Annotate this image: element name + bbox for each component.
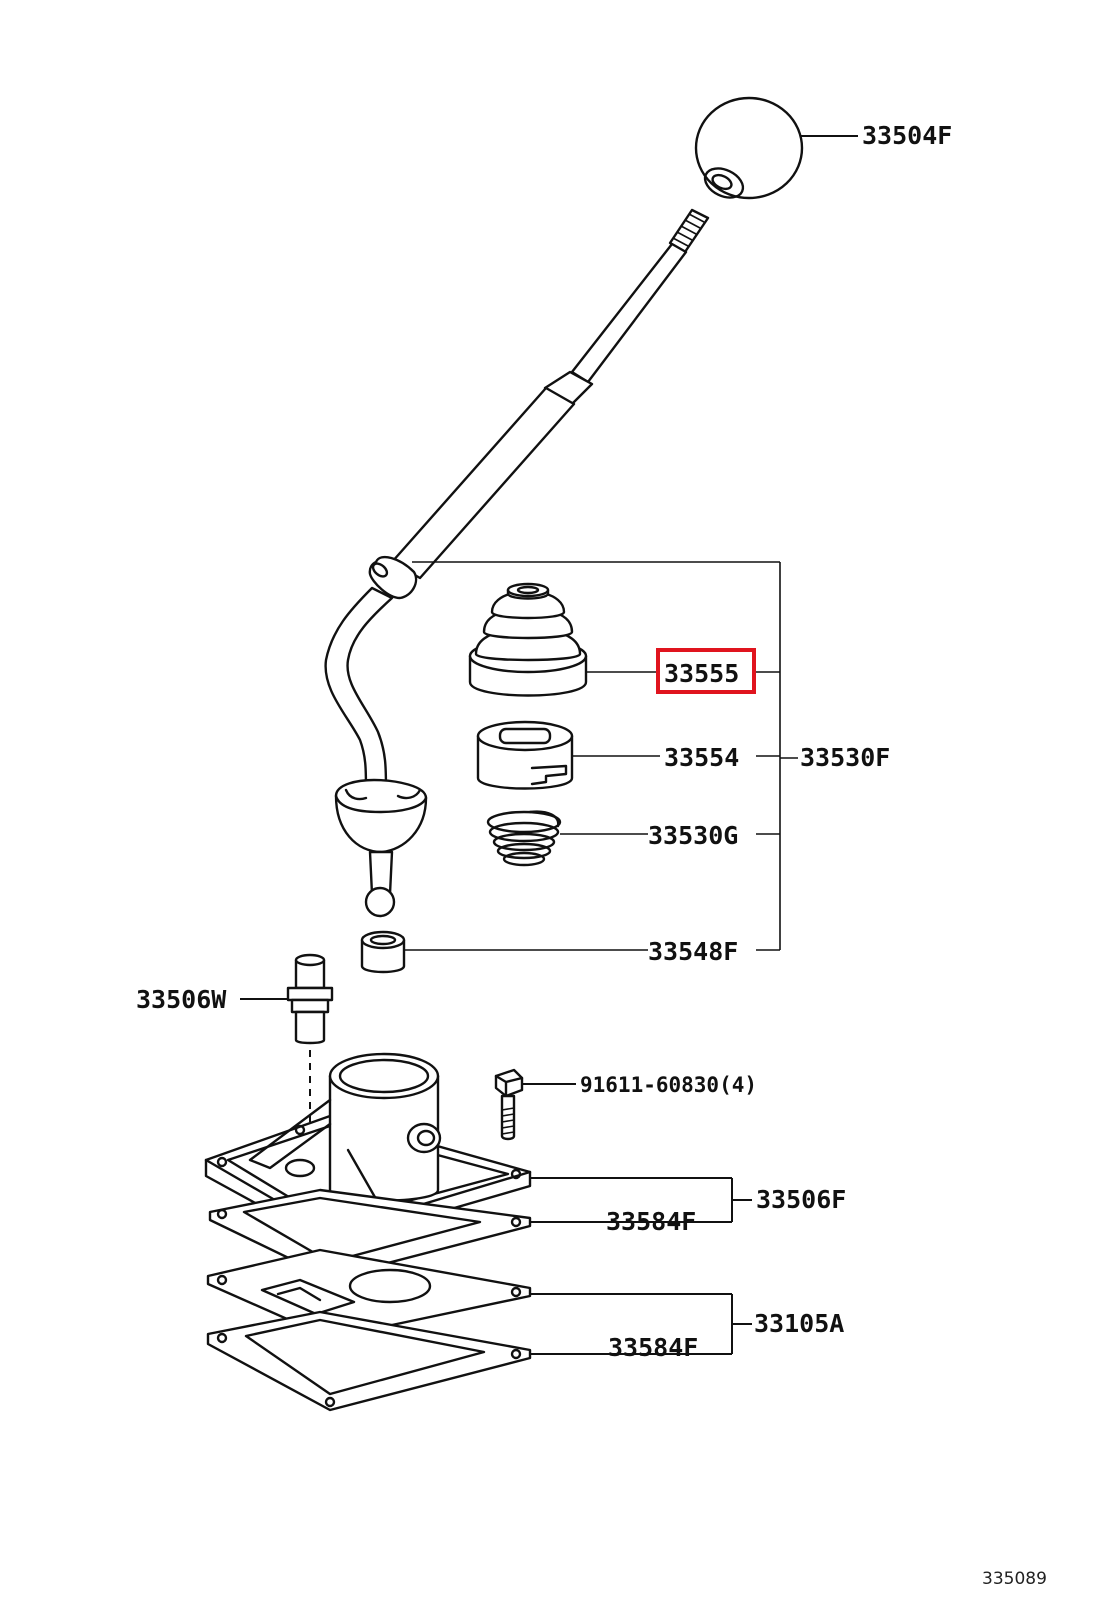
- plate-drawing: [206, 1248, 532, 1340]
- label-gasket-upper[interactable]: 33584F: [606, 1207, 696, 1236]
- pin-drawing: [286, 953, 334, 1160]
- label-plate-set[interactable]: 33105A: [754, 1309, 844, 1338]
- gasket-lower-drawing: [206, 1310, 532, 1412]
- label-housing[interactable]: 33506F: [756, 1185, 846, 1214]
- illustration-ref-code: 335089: [982, 1569, 1047, 1589]
- leader-lines: [240, 135, 858, 1355]
- label-spring[interactable]: 33530G: [648, 821, 738, 850]
- shift-knob-drawing: [694, 96, 804, 200]
- highlight-box: [656, 648, 756, 694]
- label-pin[interactable]: 33506W: [136, 985, 227, 1014]
- bushing-drawing: [360, 930, 406, 974]
- label-retainer[interactable]: 33554: [664, 743, 739, 772]
- label-lever-sub-assy[interactable]: 33530F: [800, 743, 890, 772]
- label-shift-knob[interactable]: 33504F: [862, 121, 952, 150]
- boot-drawing: [468, 582, 588, 697]
- label-boot[interactable]: 33555: [664, 659, 739, 688]
- label-bolt[interactable]: 91611-60830(4): [580, 1073, 757, 1097]
- shift-lever-drawing: [324, 208, 710, 918]
- label-gasket-lower[interactable]: 33584F: [608, 1333, 698, 1362]
- spring-drawing: [486, 810, 562, 867]
- retainer-drawing: [476, 720, 574, 790]
- label-bushing[interactable]: 33548F: [648, 937, 738, 966]
- bolt-drawing: [494, 1068, 524, 1141]
